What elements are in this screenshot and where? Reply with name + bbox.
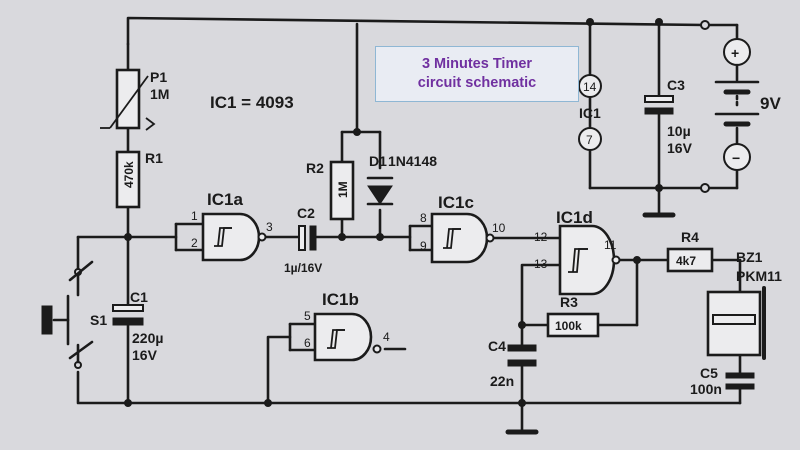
capacitor-c2: C2 1µ/16V	[284, 205, 322, 275]
resistor-r4: 4k7 R4	[666, 229, 714, 273]
r2-value: 1M	[336, 181, 350, 198]
c1-voltage: 16V	[132, 347, 158, 363]
c4-ref: C4	[488, 338, 506, 354]
c1-value: 220µ	[132, 330, 163, 346]
title-line-1: 3 Minutes Timer	[421, 56, 533, 72]
ic1a-pin1: 1	[191, 209, 198, 223]
r3-value: 100k	[555, 319, 582, 333]
battery-plus: +	[731, 45, 739, 61]
ic1c-pin10: 10	[492, 221, 506, 235]
ic1d-pin12: 12	[534, 230, 548, 244]
ic1b-pin5: 5	[304, 309, 311, 323]
r1-value: 470k	[122, 161, 136, 188]
r4-ref: R4	[681, 229, 699, 245]
battery-minus: −	[732, 150, 740, 166]
ic1b-pin4: 4	[383, 330, 390, 344]
ic1c-pin8: 8	[420, 211, 427, 225]
resistor-r3: 100k R3	[546, 294, 600, 338]
d1-value: 1N4148	[388, 153, 437, 169]
ic-note: IC1 = 4093	[210, 93, 294, 112]
junction-dots	[124, 18, 663, 407]
c2-value: 1µ/16V	[284, 261, 322, 275]
c3-value: 10µ	[667, 123, 691, 139]
diode-d1: D1 1N4148	[366, 153, 437, 206]
r1-ref: R1	[145, 150, 163, 166]
title-box: 3 Minutes Timer circuit schematic	[375, 46, 579, 102]
ic1c-name: IC1c	[438, 193, 474, 212]
ic1a-name: IC1a	[207, 190, 243, 209]
ic1a-pin3: 3	[266, 220, 273, 234]
capacitor-c3: C3 10µ 16V	[644, 77, 693, 156]
capacitor-c4: C4 22n	[488, 338, 537, 389]
bz1-ref: BZ1	[736, 249, 763, 265]
terminals	[700, 20, 710, 193]
capacitor-c1: C1 220µ 16V	[112, 289, 163, 363]
d1-ref: D1	[369, 153, 387, 169]
ic1d-name: IC1d	[556, 208, 593, 227]
p1-ref: P1	[150, 69, 167, 85]
buzzer-bz1: BZ1 PKM11	[706, 249, 782, 360]
ic1c-pin9: 9	[420, 239, 427, 253]
pushbutton-s1: S1	[41, 260, 107, 369]
battery-9v: + − 9V	[714, 38, 781, 171]
ic1a-pin2: 2	[191, 236, 198, 250]
r4-value: 4k7	[676, 254, 696, 268]
ic1-vss-pin: 7	[586, 133, 593, 147]
potentiometer-p1: P1 1M	[100, 68, 169, 131]
resistor-r2: 1M R2	[306, 160, 355, 221]
r2-ref: R2	[306, 160, 324, 176]
title-line-2: circuit schematic	[417, 75, 537, 91]
gate-ic1a: IC1a 1 2 3	[191, 190, 273, 262]
c3-ref: C3	[667, 77, 685, 93]
gate-ic1c: IC1c 8 9 10	[420, 193, 506, 264]
c5-value: 100n	[690, 381, 722, 397]
ic1-power-pins: 14 IC1 7	[578, 74, 602, 151]
ic1d-pin11: 11	[604, 238, 617, 252]
battery-voltage: 9V	[760, 94, 781, 113]
c3-voltage: 16V	[667, 140, 693, 156]
c4-value: 22n	[490, 373, 514, 389]
c5-ref: C5	[700, 365, 718, 381]
c1-ref: C1	[130, 289, 148, 305]
gate-ic1d: IC1d 12 13 11	[534, 208, 621, 296]
p1-value: 1M	[150, 86, 169, 102]
s1-ref: S1	[90, 312, 107, 328]
ic1d-pin13: 13	[534, 257, 548, 271]
ic1b-name: IC1b	[322, 290, 359, 309]
gate-ic1b: IC1b 5 6 4	[304, 290, 390, 362]
ic1-vdd-pin: 14	[583, 80, 597, 94]
c2-ref: C2	[297, 205, 315, 221]
resistor-r1: 470k R1	[115, 150, 163, 209]
ic1-power-name: IC1	[579, 105, 601, 121]
bz1-value: PKM11	[736, 268, 782, 284]
r3-ref: R3	[560, 294, 578, 310]
ic1b-pin6: 6	[304, 336, 311, 350]
capacitor-c5: C5 100n	[690, 365, 755, 397]
